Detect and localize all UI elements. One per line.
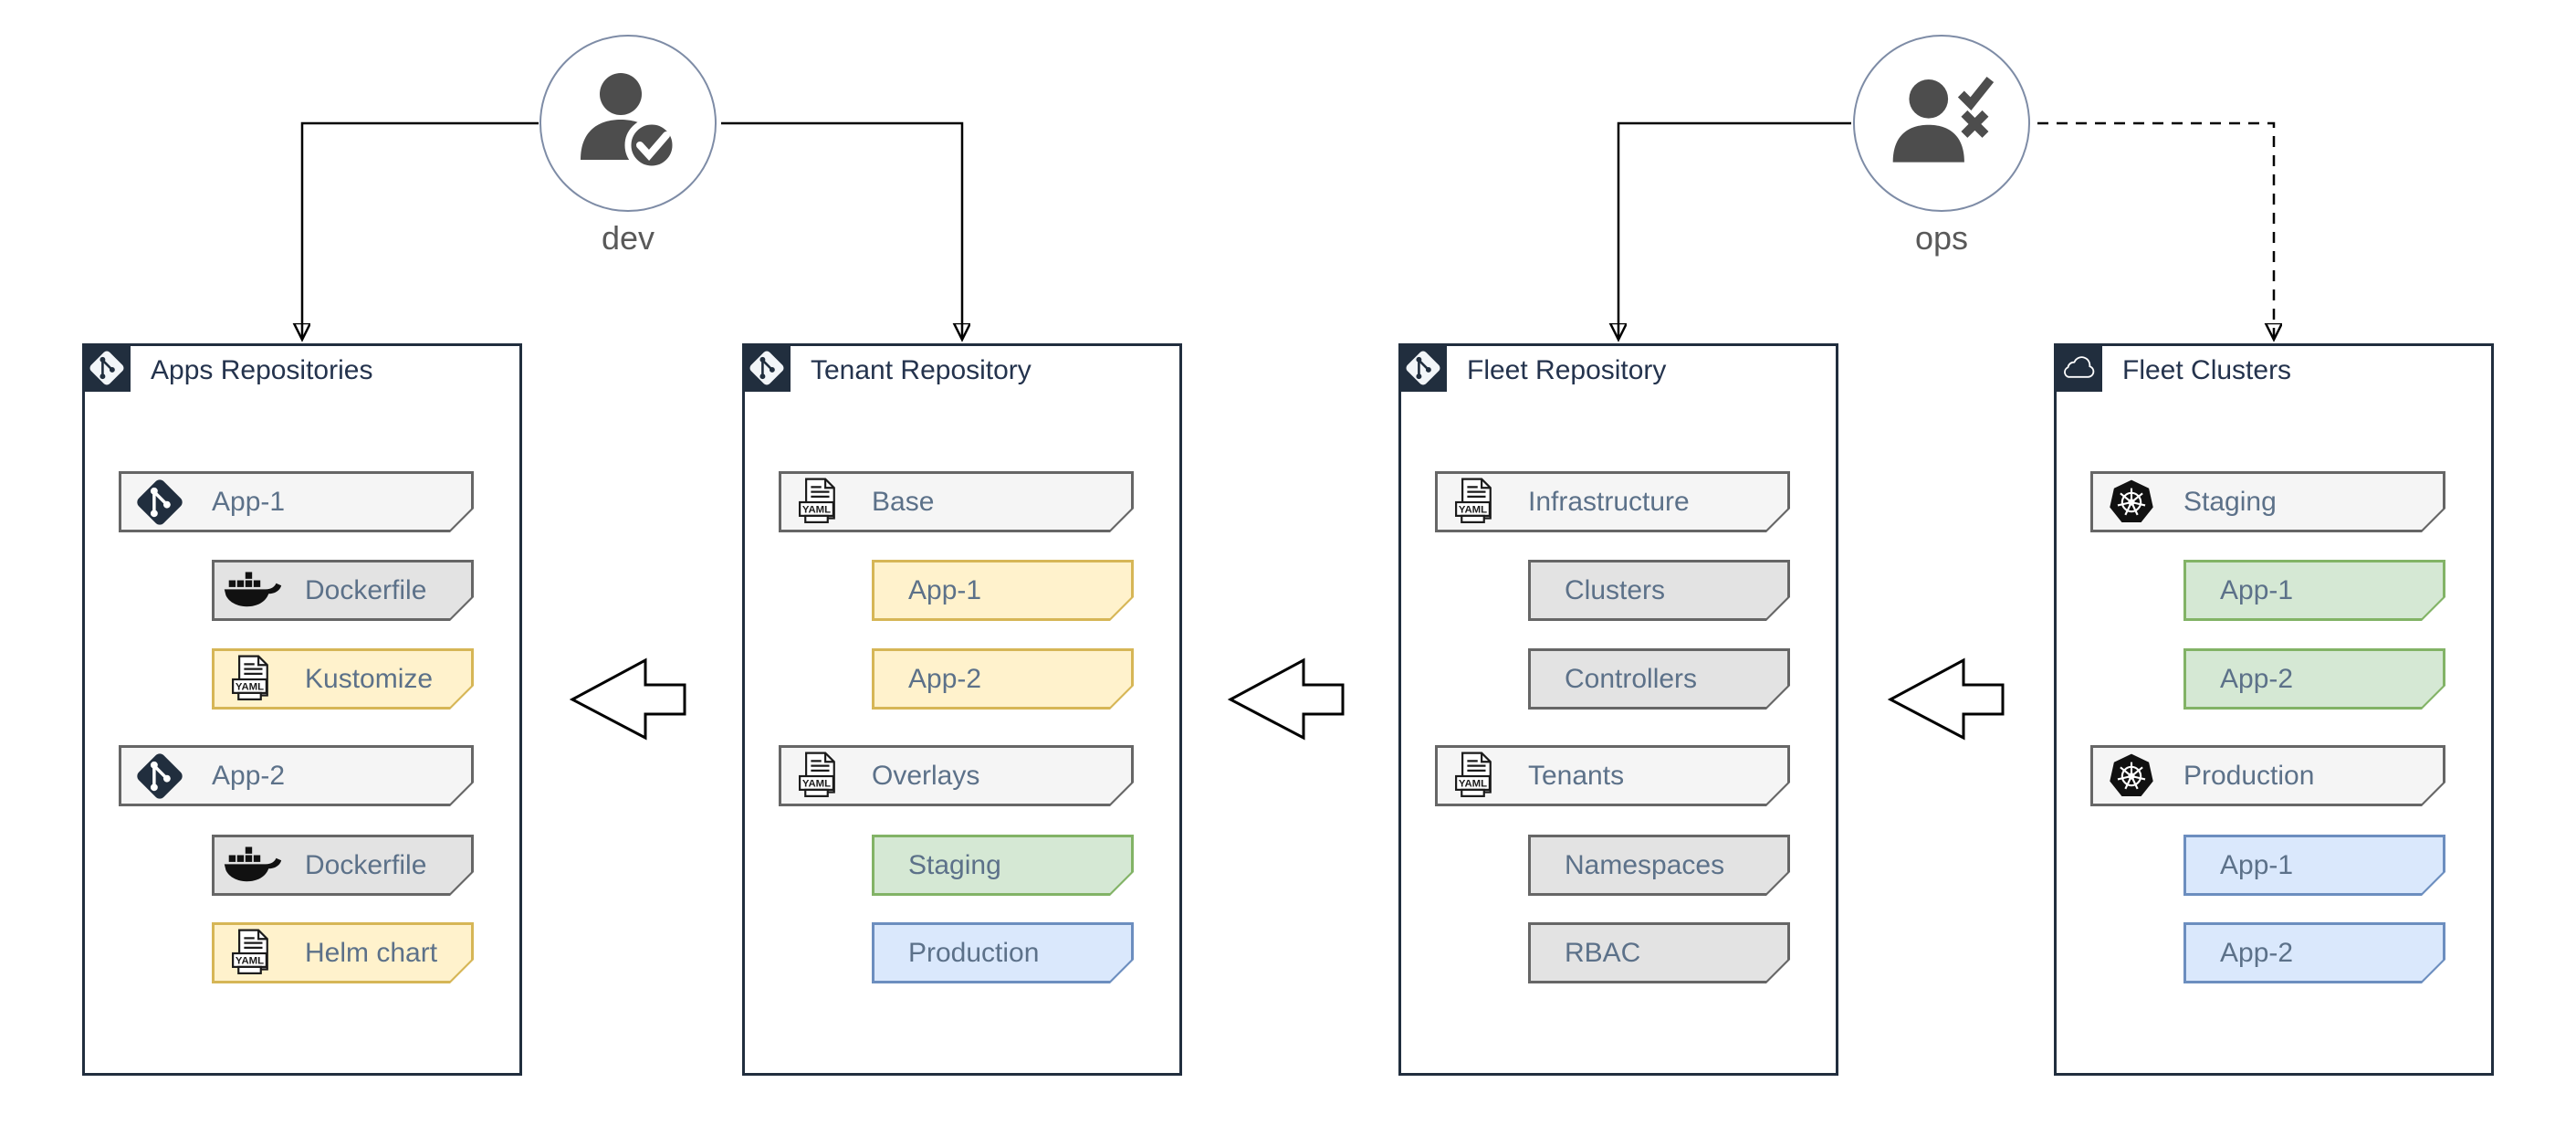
git-badge bbox=[742, 343, 791, 392]
node-label: Helm chart bbox=[305, 937, 438, 968]
node-label: App-2 bbox=[212, 760, 286, 791]
node-app-1: App-1 bbox=[119, 471, 474, 532]
node-base: Base bbox=[779, 471, 1134, 532]
docker-icon bbox=[223, 570, 283, 612]
node-label: Dockerfile bbox=[305, 849, 427, 880]
node-app-2: App-2 bbox=[119, 745, 474, 806]
node-label: RBAC bbox=[1565, 937, 1641, 968]
node-label: App-2 bbox=[908, 663, 982, 694]
user-approved-icon bbox=[581, 73, 679, 173]
yaml-file-icon bbox=[223, 654, 283, 705]
node-label: Controllers bbox=[1565, 663, 1698, 694]
node-label: Production bbox=[908, 937, 1040, 968]
git-icon bbox=[130, 477, 190, 528]
node-overlays: Overlays bbox=[779, 745, 1134, 806]
node-clusters: Clusters bbox=[1528, 560, 1790, 621]
node-label: Clusters bbox=[1565, 574, 1666, 605]
yaml-file-icon bbox=[1446, 477, 1506, 528]
yaml-file-icon bbox=[1446, 751, 1506, 802]
yaml-file-icon bbox=[790, 751, 850, 802]
apps-repositories-box: Apps Repositories App-1 Dockerfile Kusto… bbox=[82, 343, 522, 1076]
git-icon bbox=[1404, 349, 1442, 387]
node-app-2: App-2 bbox=[2183, 648, 2445, 710]
ops-to-fleet-repo-connector bbox=[1618, 121, 1851, 338]
node-rbac: RBAC bbox=[1528, 922, 1790, 983]
user-check-x-icon bbox=[1892, 76, 1995, 163]
node-label: Production bbox=[2183, 760, 2315, 791]
ops-to-fleet-clusters-connector bbox=[2037, 121, 2274, 338]
node-controllers: Controllers bbox=[1528, 648, 1790, 710]
node-kustomize: Kustomize bbox=[212, 648, 474, 710]
git-icon bbox=[88, 349, 126, 387]
node-dockerfile: Dockerfile bbox=[212, 560, 474, 621]
git-badge bbox=[1398, 343, 1447, 392]
node-label: Dockerfile bbox=[305, 574, 427, 605]
node-production: Production bbox=[872, 922, 1134, 983]
node-dockerfile: Dockerfile bbox=[212, 835, 474, 896]
node-label: Namespaces bbox=[1565, 849, 1725, 880]
node-namespaces: Namespaces bbox=[1528, 835, 1790, 896]
ops-persona bbox=[1853, 35, 2030, 212]
node-label: App-2 bbox=[2220, 663, 2294, 694]
node-label: Base bbox=[872, 486, 935, 517]
fleet-clusters-box: Fleet Clusters Staging App-1 App-2 Produ… bbox=[2054, 343, 2494, 1076]
node-app-2: App-2 bbox=[872, 648, 1134, 710]
tenant-repository-box: Tenant Repository Base App-1 App-2 Overl… bbox=[742, 343, 1182, 1076]
dev-label: dev bbox=[601, 219, 655, 257]
git-icon bbox=[130, 751, 190, 802]
node-app-1: App-1 bbox=[872, 560, 1134, 621]
kubernetes-icon bbox=[2101, 752, 2162, 800]
node-staging-cluster: Staging bbox=[2090, 471, 2445, 532]
node-infrastructure: Infrastructure bbox=[1435, 471, 1790, 532]
yaml-file-icon bbox=[223, 928, 283, 979]
node-label: App-2 bbox=[2220, 937, 2294, 968]
node-label: App-1 bbox=[212, 486, 286, 517]
node-label: App-1 bbox=[908, 574, 982, 605]
cloud-icon bbox=[2059, 349, 2098, 387]
node-label: Staging bbox=[2183, 486, 2277, 517]
node-app-1: App-1 bbox=[2183, 560, 2445, 621]
node-helm-chart: Helm chart bbox=[212, 922, 474, 983]
docker-icon bbox=[223, 845, 283, 887]
box-title: Fleet Repository bbox=[1467, 355, 1667, 385]
dev-to-apps-connector bbox=[302, 121, 539, 338]
kubernetes-icon bbox=[2101, 478, 2162, 526]
node-label: Infrastructure bbox=[1528, 486, 1690, 517]
node-label: Staging bbox=[908, 849, 1001, 880]
cloud-badge bbox=[2054, 343, 2102, 392]
node-label: Tenants bbox=[1528, 760, 1625, 791]
node-production-cluster: Production bbox=[2090, 745, 2445, 806]
node-app-2: App-2 bbox=[2183, 922, 2445, 983]
box-title: Apps Repositories bbox=[151, 355, 373, 385]
flow-arrow-clusters-to-fleetrepo bbox=[1887, 657, 2005, 741]
dev-persona bbox=[539, 35, 717, 212]
node-label: Overlays bbox=[872, 760, 980, 791]
node-tenants: Tenants bbox=[1435, 745, 1790, 806]
node-label: App-1 bbox=[2220, 849, 2294, 880]
git-icon bbox=[748, 349, 786, 387]
box-title: Fleet Clusters bbox=[2122, 355, 2292, 385]
flow-arrow-fleetrepo-to-tenant bbox=[1227, 657, 1345, 741]
node-staging: Staging bbox=[872, 835, 1134, 896]
flow-arrow-tenant-to-apps bbox=[569, 657, 686, 741]
fleet-repository-box: Fleet Repository Infrastructure Clusters… bbox=[1398, 343, 1838, 1076]
git-badge bbox=[82, 343, 131, 392]
dev-to-tenant-connector bbox=[721, 121, 962, 338]
box-title: Tenant Repository bbox=[811, 355, 1031, 385]
ops-label: ops bbox=[1914, 219, 1969, 257]
node-label: App-1 bbox=[2220, 574, 2294, 605]
yaml-file-icon bbox=[790, 477, 850, 528]
node-label: Kustomize bbox=[305, 663, 434, 694]
node-app-1: App-1 bbox=[2183, 835, 2445, 896]
